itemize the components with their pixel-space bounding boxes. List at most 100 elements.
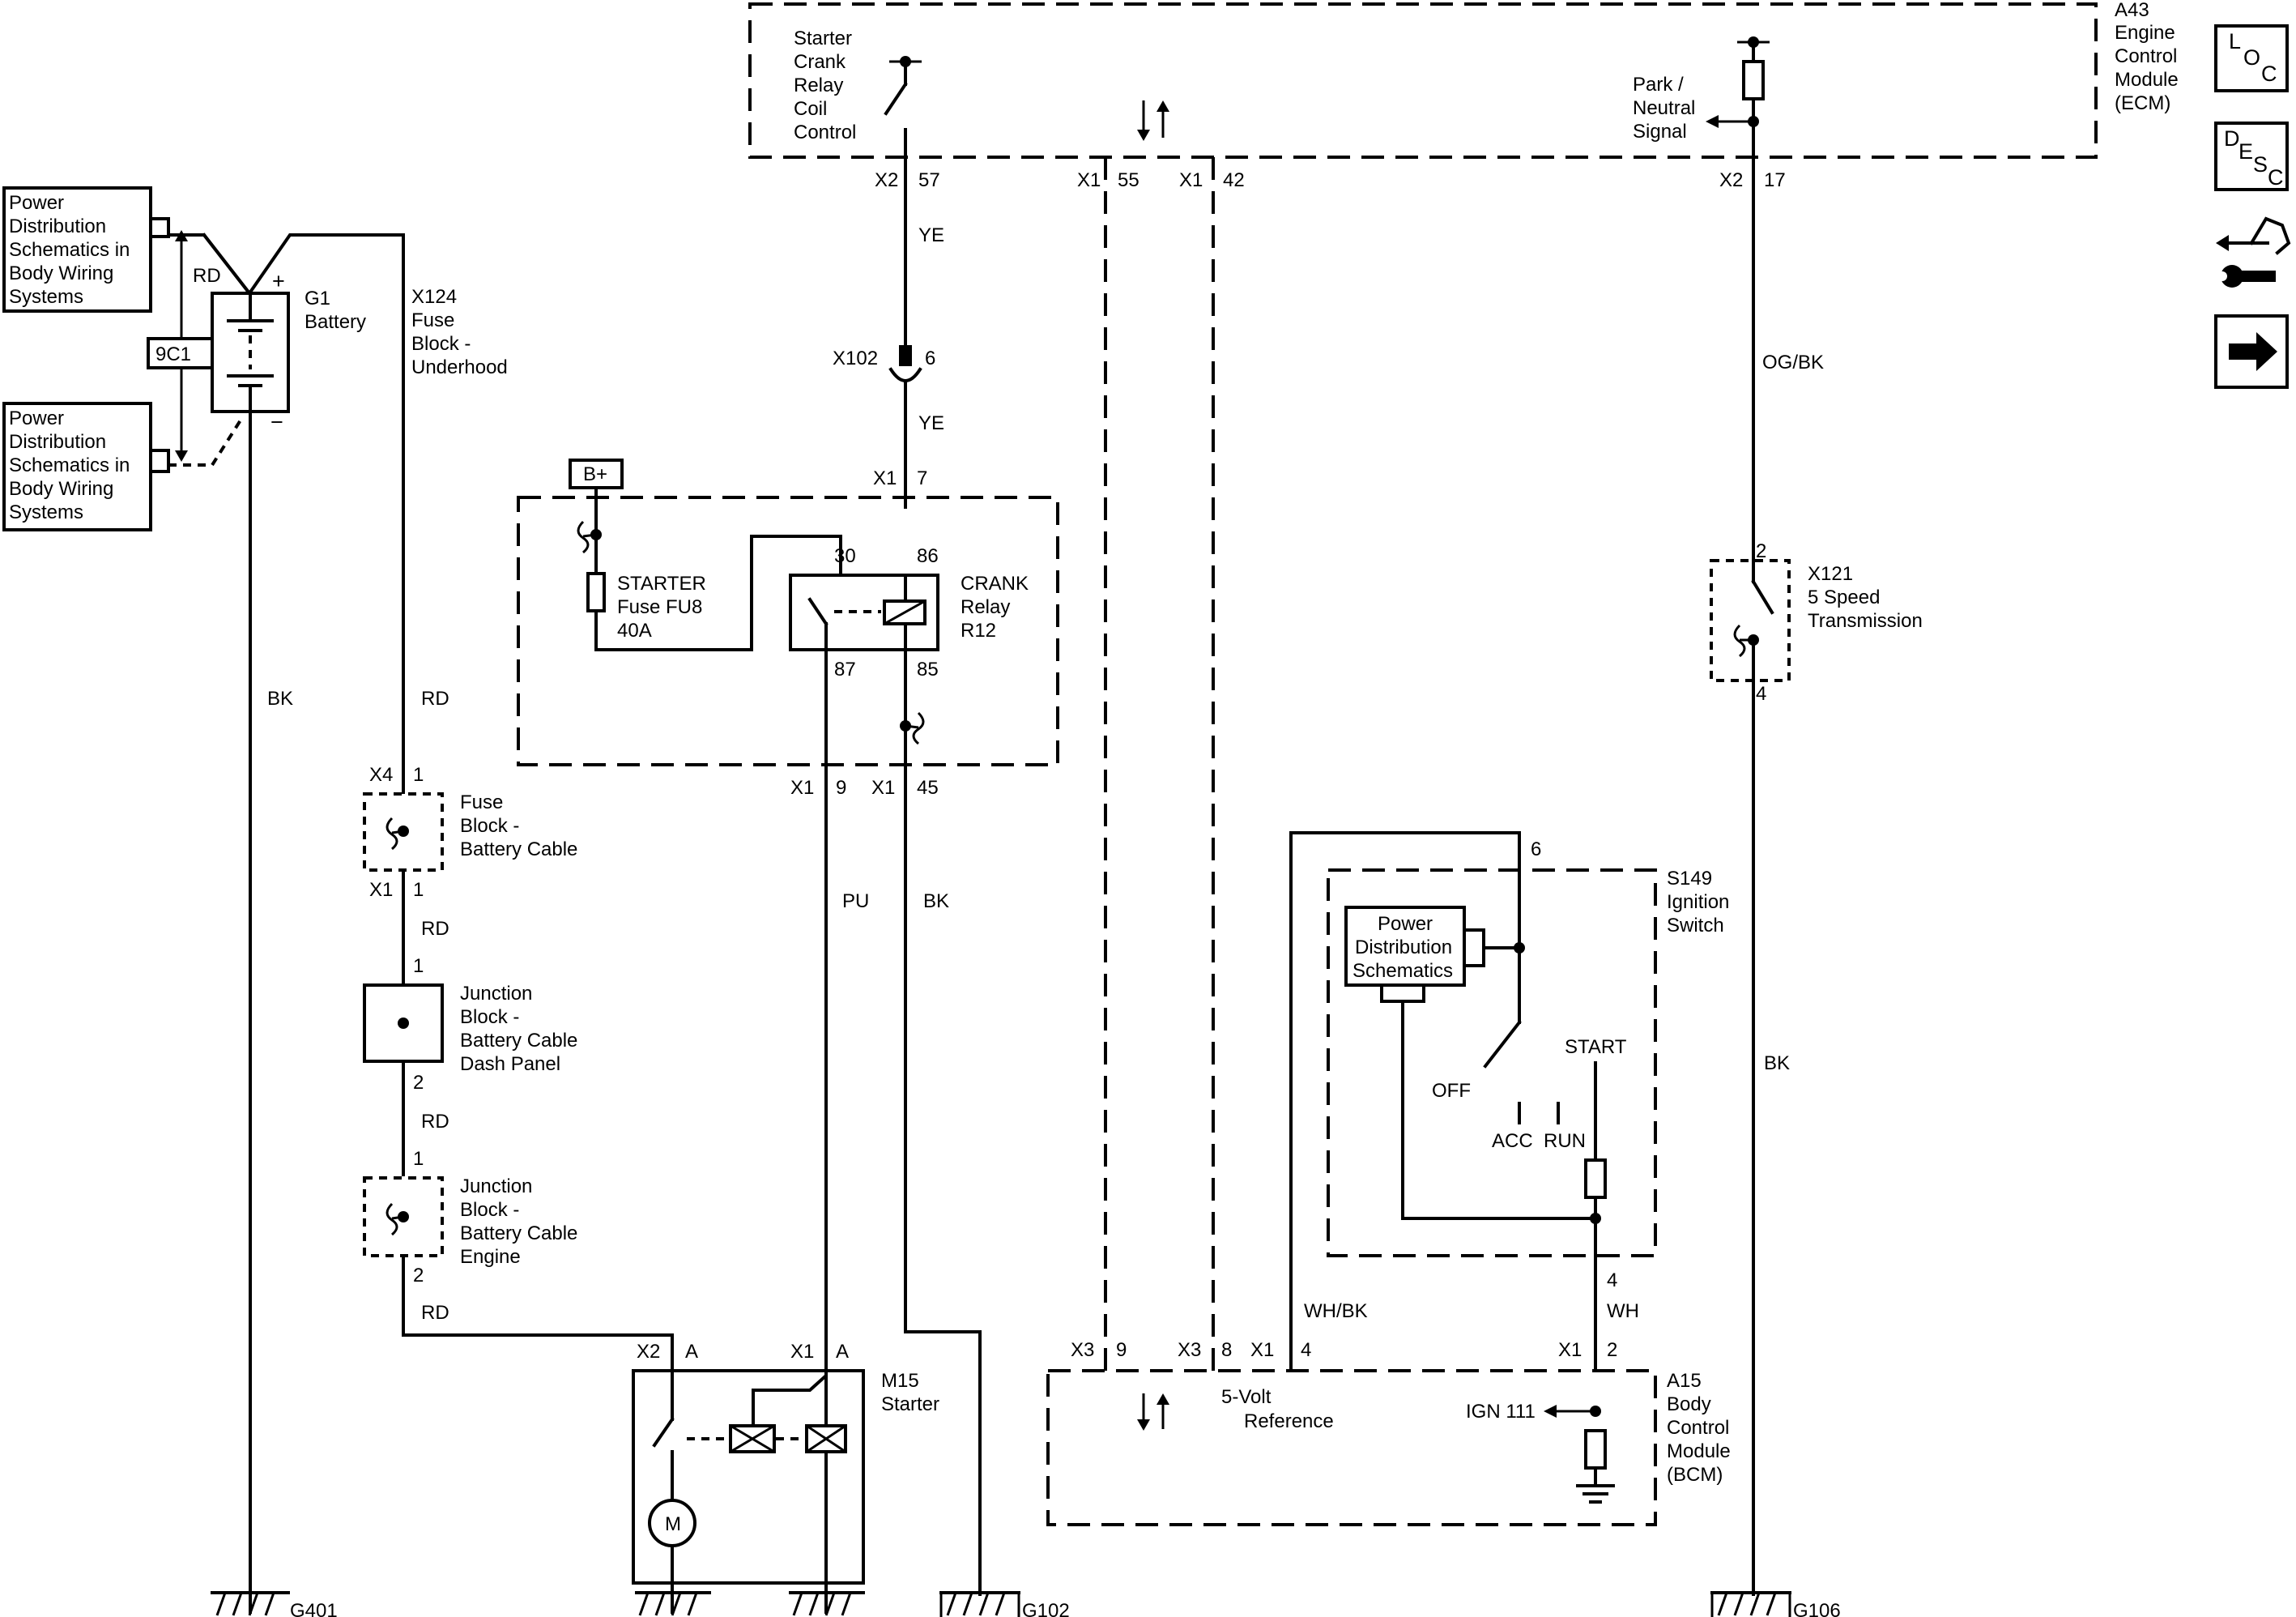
park-neutral-resistor [1706, 36, 1770, 159]
desc-button[interactable]: D E S C [2214, 122, 2289, 191]
x121-transmission-switch[interactable] [1710, 559, 1791, 682]
ign-start: START [1565, 1036, 1627, 1058]
wire-wh-label: WH [1607, 1300, 1639, 1322]
jd-pin1: 1 [413, 955, 424, 977]
bcm-x3-b: X3 [1178, 1339, 1201, 1361]
power-distribution-box-bottom[interactable] [2, 402, 152, 531]
power-distribution-schematics-box[interactable] [1344, 906, 1466, 987]
je-pin1: 1 [413, 1148, 424, 1170]
ign-run: RUN [1544, 1130, 1586, 1152]
je-pin2: 2 [413, 1265, 424, 1286]
bcm-ref-1: 5-Volt [1221, 1386, 1272, 1408]
ground-g106-label: G106 [1793, 1600, 1841, 1617]
bcm-name-5: (BCM) [1667, 1464, 1723, 1486]
bcm-name-1: A15 [1667, 1370, 1702, 1392]
bcm-x3-a: X3 [1071, 1339, 1094, 1361]
pds-1: Power [1378, 913, 1433, 935]
battery-plus: + [272, 269, 285, 293]
battery-minus: − [270, 410, 283, 434]
power-distribution-box-top[interactable] [2, 186, 152, 313]
x102-name: X102 [833, 348, 878, 369]
ign-name-2: Ignition [1667, 891, 1729, 913]
pds-2: Distribution [1355, 936, 1452, 958]
jd-pin2: 2 [413, 1072, 424, 1094]
relay-coil-label-2: Crank [794, 51, 846, 73]
wire-bk-label: BK [923, 890, 949, 912]
fuse-block-battery-cable [363, 792, 444, 983]
bplus-label: B+ [583, 463, 607, 485]
relay-pin-86: 86 [917, 545, 939, 567]
bcm-x1-a: X1 [1250, 1339, 1274, 1361]
s149-pin4: 4 [1607, 1269, 1617, 1291]
ground-starter-2-icon [789, 1591, 865, 1616]
loc-letter-o: O [2243, 45, 2260, 70]
relay-pin-87: 87 [834, 659, 856, 681]
relay-coil-label-4: Coil [794, 98, 827, 120]
relay-name-2: Relay [961, 596, 1010, 618]
ground-starter-1-icon [635, 1591, 711, 1616]
fb-x4-pin1: 1 [413, 764, 424, 786]
pd2-line-3: Schematics in [9, 454, 130, 476]
x102-pin: 6 [925, 348, 935, 369]
starter-motor-m15[interactable] [632, 1369, 865, 1614]
ecm-pin-17: 17 [1764, 169, 1786, 191]
wire-bk-battery: BK [267, 688, 293, 710]
fb-battery-1: Fuse [460, 791, 503, 813]
relay-x1-pin7: 7 [917, 467, 927, 489]
loc-letter-l: L [2229, 29, 2241, 53]
relay-name-3: R12 [961, 620, 996, 642]
x121-pin2: 2 [1756, 540, 1766, 562]
x1-9-label: X1 [790, 777, 814, 799]
ecm-bidirectional-arrows-icon [1137, 100, 1169, 141]
pd1-line-3: Schematics in [9, 239, 130, 261]
ecm-pin-42: 42 [1223, 169, 1245, 191]
bcm-x3-8: 8 [1221, 1339, 1232, 1361]
pd2-line-1: Power [9, 407, 64, 429]
park-neutral-label-2: Neutral [1633, 97, 1695, 119]
ecm-name-2: Engine [2115, 22, 2175, 44]
je-1: Junction [460, 1175, 532, 1197]
loc-letter-c: C [2261, 62, 2277, 86]
pd2-line-4: Body Wiring [9, 478, 113, 500]
junction-block-engine [363, 1176, 674, 1371]
je-2: Block - [460, 1199, 519, 1221]
fuse-label-3: 40A [617, 620, 652, 642]
relay-pin-30: 30 [834, 545, 856, 567]
ecm-pin-x1-a: X1 [1077, 169, 1101, 191]
relay-coil-label-3: Relay [794, 75, 843, 96]
loc-button[interactable]: L O C [2214, 24, 2289, 92]
x121-pin4: 4 [1756, 683, 1766, 705]
wire-rd-2: RD [421, 918, 449, 940]
ecm-starter-switch [884, 56, 922, 159]
bcm-name-2: Body [1667, 1393, 1711, 1415]
jd-4: Dash Panel [460, 1053, 560, 1075]
relay-name-1: CRANK [961, 573, 1029, 595]
je-3: Battery Cable [460, 1222, 577, 1244]
underhood-4: Underhood [411, 356, 508, 378]
wire-wh-bk-label: WH/BK [1304, 1300, 1368, 1322]
ignition-switch-contacts [1380, 928, 1607, 1372]
ground-g401-label: G401 [290, 1600, 338, 1617]
ign-acc: ACC [1492, 1130, 1533, 1152]
battery-wire-rd: RD [193, 265, 221, 287]
ecm-name-4: Module [2115, 69, 2179, 91]
connector-repair-icon[interactable] [2216, 216, 2291, 288]
pd1-line-4: Body Wiring [9, 262, 113, 284]
next-arrow-button[interactable] [2214, 314, 2289, 389]
starter-name-2: Starter [881, 1393, 939, 1415]
s149-pin6: 6 [1531, 838, 1541, 860]
pds-3: Schematics [1352, 960, 1453, 982]
battery-g1 [211, 292, 290, 1614]
wire-rd-4: RD [421, 1302, 449, 1324]
junction-block-dash-panel [363, 983, 444, 1176]
wire-bk-relay-ground [900, 648, 982, 1596]
wire-og-bk-label: OG/BK [1762, 352, 1824, 373]
bcm-x3-9: 9 [1116, 1339, 1127, 1361]
fb-x1: X1 [369, 879, 393, 901]
desc-letter-s: S [2253, 152, 2268, 177]
crank-relay-r12[interactable] [789, 574, 939, 651]
bcm-ref-2: Reference [1244, 1410, 1334, 1432]
pd1-line-5: Systems [9, 286, 83, 308]
fb-battery-2: Block - [460, 815, 519, 837]
bcm-module-box [1046, 1369, 1657, 1526]
